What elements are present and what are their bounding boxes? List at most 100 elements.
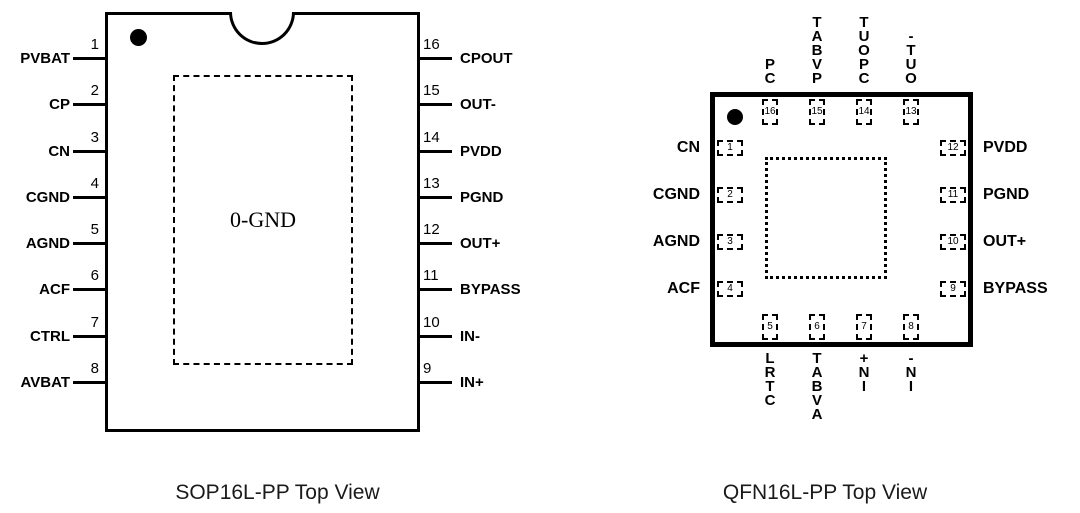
sop-pin7-label: CTRL [30,328,70,345]
sop-pin12-label: OUT+ [460,235,501,252]
qfn-pin8-pad: 8 [903,314,919,340]
sop-pin15-lead [420,103,452,106]
qfn-pin15-number: 15 [811,106,823,117]
qfn-pin7-label: + N I [858,350,870,395]
qfn-pin12-label: PVDD [983,139,1028,156]
sop-pin8-number: 8 [90,360,99,377]
qfn-pin5-pad: 5 [762,314,778,340]
sop-pin7-number: 7 [90,314,99,331]
qfn-pin15-label: T A B V P [811,14,823,87]
qfn-pin12-number: 12 [947,142,959,153]
qfn-pin6-label: T A B V A [811,350,823,423]
qfn-pin16-number: 16 [764,106,776,117]
sop-pin10-lead [420,335,452,338]
sop-pin14-number: 14 [423,129,440,146]
sop-pin14-label: PVDD [460,143,502,160]
qfn-pin14-number: 14 [858,106,870,117]
sop-pin1-number: 1 [90,36,99,53]
sop-pin5-number: 5 [90,221,99,238]
sop-pin7-lead [73,335,105,338]
qfn-pin10-label: OUT+ [983,233,1027,250]
qfn-pin2-number: 2 [727,189,733,200]
sop-pin1-dot [130,29,147,46]
sop-pin2-label: CP [49,96,70,113]
sop-pin13-label: PGND [460,189,504,206]
sop-pin2-number: 2 [90,82,99,99]
qfn-die-pad-area [765,157,887,279]
qfn-caption: QFN16L-PP Top View [722,481,928,504]
sop-pin5-lead [73,242,105,245]
qfn-pin9-number: 9 [950,283,956,294]
qfn-pin2-pad: 2 [717,187,743,203]
qfn-pin1-pad: 1 [717,140,743,156]
sop-pin16-label: CPOUT [460,50,513,67]
sop-pin1-lead [73,57,105,60]
sop-pin9-label: IN+ [460,374,484,391]
sop-pin11-number: 11 [423,267,439,284]
sop-pin12-lead [420,242,452,245]
qfn-pin8-label: - N I [905,350,917,395]
sop-pin3-number: 3 [90,129,99,146]
sop-die-pad-area: 0-GND [173,75,353,365]
sop-pin3-label: CN [48,143,70,160]
qfn-pin13-pad: 13 [903,99,919,125]
qfn-pin9-pad: 9 [940,281,966,297]
sop-pin9-lead [420,381,452,384]
qfn-pin4-label: ACF [667,280,700,297]
qfn-pin14-pad: 14 [856,99,872,125]
sop-pin10-label: IN- [460,328,480,345]
qfn-pin13-label: - T U O [905,28,917,87]
sop-pin15-label: OUT- [460,96,496,113]
qfn-pin11-label: PGND [983,186,1030,203]
qfn-pin15-pad: 15 [809,99,825,125]
sop-pin4-lead [73,196,105,199]
qfn-pin14-label: T U O P C [858,14,870,87]
sop-pin11-label: BYPASS [460,281,521,298]
qfn-pin12-pad: 12 [940,140,966,156]
qfn-pin2-label: CGND [652,186,700,203]
sop-pin4-number: 4 [90,175,99,192]
sop-pin6-number: 6 [90,267,99,284]
sop-pin6-label: ACF [39,281,70,298]
sop-pin16-lead [420,57,452,60]
sop-pin12-number: 12 [423,221,440,238]
qfn-pin16-pad: 16 [762,99,778,125]
sop-pin11-lead [420,288,452,291]
sop-package-outline: 0-GND [105,12,420,432]
qfn-pin5-label: L R T C [764,350,776,409]
qfn-pin4-number: 4 [727,283,733,294]
sop-pin1-label: PVBAT [20,50,70,67]
qfn-pin16-label: P C [764,56,776,87]
qfn-pin1-number: 1 [727,142,733,153]
sop-pin4-label: CGND [25,189,70,206]
qfn-pin5-number: 5 [767,321,773,332]
qfn-pin3-label: AGND [652,233,700,250]
qfn-pin6-pad: 6 [809,314,825,340]
sop-pin13-number: 13 [423,175,440,192]
sop-pin3-lead [73,150,105,153]
qfn-pin10-pad: 10 [940,234,966,250]
sop-pin8-lead [73,381,105,384]
qfn-package-outline: 1 2 3 4 12 11 10 9 16 15 14 13 5 6 7 8 [710,92,973,347]
sop-pin9-number: 9 [423,360,432,377]
qfn-pin7-pad: 7 [856,314,872,340]
sop-pin10-number: 10 [423,314,440,331]
qfn-pin6-number: 6 [814,321,820,332]
sop-pin6-lead [73,288,105,291]
qfn-pin1-label: CN [676,139,700,156]
qfn-pin1-dot [727,109,743,125]
sop-caption: SOP16L-PP Top View [175,481,380,504]
qfn-pin13-number: 13 [905,106,917,117]
sop-pin14-lead [420,150,452,153]
sop-pin16-number: 16 [423,36,440,53]
sop-pin5-label: AGND [25,235,70,252]
qfn-pin4-pad: 4 [717,281,743,297]
qfn-pin10-number: 10 [947,236,959,247]
sop-pin8-label: AVBAT [20,374,70,391]
sop-die-pad-label: 0-GND [230,207,296,232]
qfn-pin11-pad: 11 [940,187,966,203]
qfn-pin7-number: 7 [861,321,867,332]
qfn-pin11-number: 11 [947,189,959,200]
qfn-pin8-number: 8 [908,321,914,332]
